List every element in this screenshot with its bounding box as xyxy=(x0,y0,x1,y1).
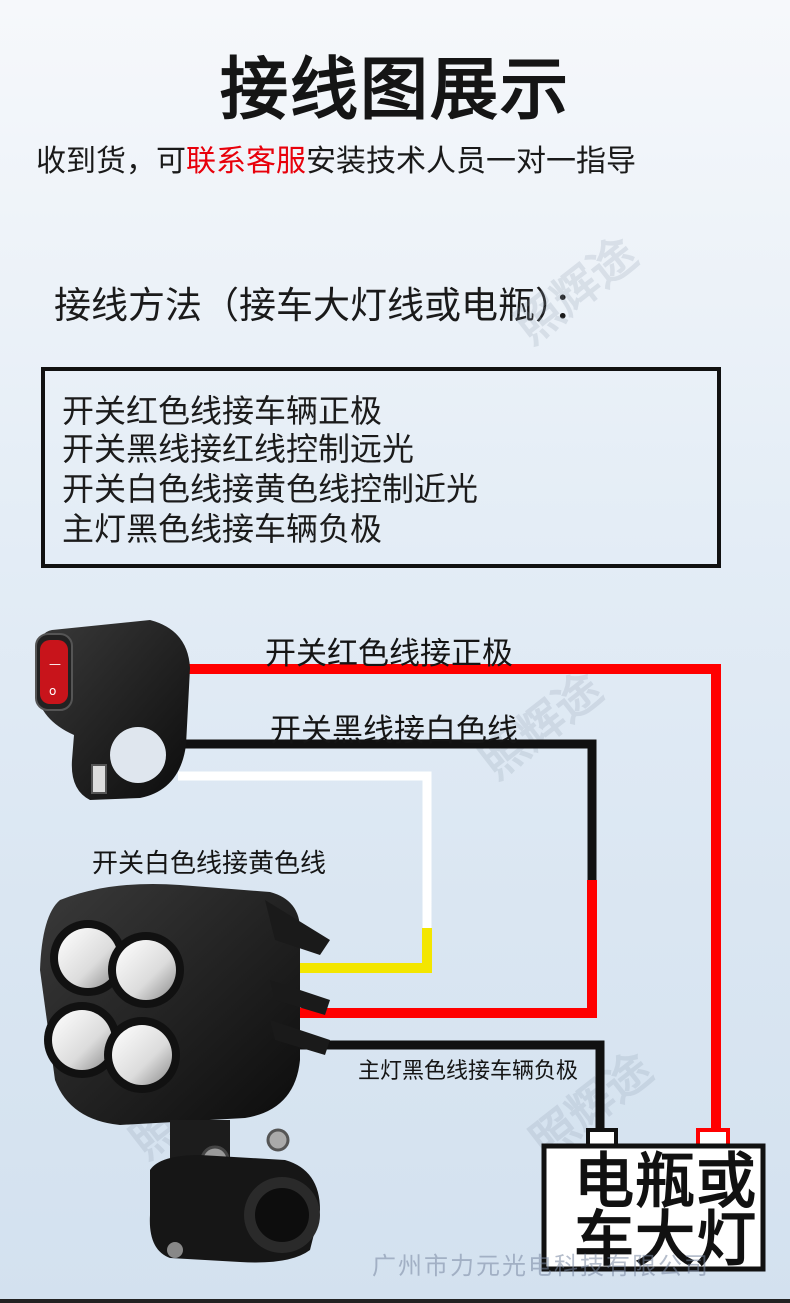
subtitle-suffix: 安装技术人员一对一指导 xyxy=(306,144,636,179)
svg-text:—: — xyxy=(49,657,61,671)
svg-text:o: o xyxy=(49,684,56,698)
handlebar-switch-icon: — o xyxy=(35,620,190,800)
white-wire-label: 开关白色线接黄色线 xyxy=(92,849,327,879)
battery-box xyxy=(541,1143,766,1272)
contact-service-highlight: 联系客服 xyxy=(186,144,306,179)
instruction-box: 开关红色线接车辆正极 开关黑线接红线控制远光 开关白色线接黄色线控制近光 主灯黑… xyxy=(41,367,721,568)
battery-label-line2: 车大灯 xyxy=(574,1205,757,1275)
yellow-wire xyxy=(290,928,432,973)
instruction-line: 开关红色线接车辆正极 xyxy=(62,392,383,430)
method-heading: 接线方法（接车大灯线或电瓶）： xyxy=(54,284,591,327)
company-footer: 广州市力元光电科技有限公司 xyxy=(372,1252,710,1280)
instruction-line: 主灯黑色线接车辆负极 xyxy=(62,510,383,548)
ground-wire xyxy=(300,1040,605,1132)
instruction-line: 开关白色线接黄色线控制近光 xyxy=(62,470,479,508)
black-wire xyxy=(184,739,597,880)
white-wire xyxy=(178,771,432,928)
bottom-divider xyxy=(0,1299,790,1303)
subtitle: 收到货，可联系客服安装技术人员一对一指导 xyxy=(36,142,636,182)
red-wire-label: 开关红色线接正极 xyxy=(265,636,513,672)
subtitle-prefix: 收到货，可 xyxy=(36,144,186,179)
black-wire-label: 开关黑线接白色线 xyxy=(270,713,518,749)
red-wire xyxy=(186,664,721,1130)
page-title: 接线图展示 xyxy=(219,51,570,130)
instruction-line: 开关黑线接红线控制远光 xyxy=(62,430,415,468)
high-beam-red-wire xyxy=(300,880,597,1018)
battery-label-line1: 电瓶或 xyxy=(574,1147,757,1217)
headlamp-icon xyxy=(40,884,330,1263)
ground-wire-label: 主灯黑色线接车辆负极 xyxy=(358,1059,579,1084)
